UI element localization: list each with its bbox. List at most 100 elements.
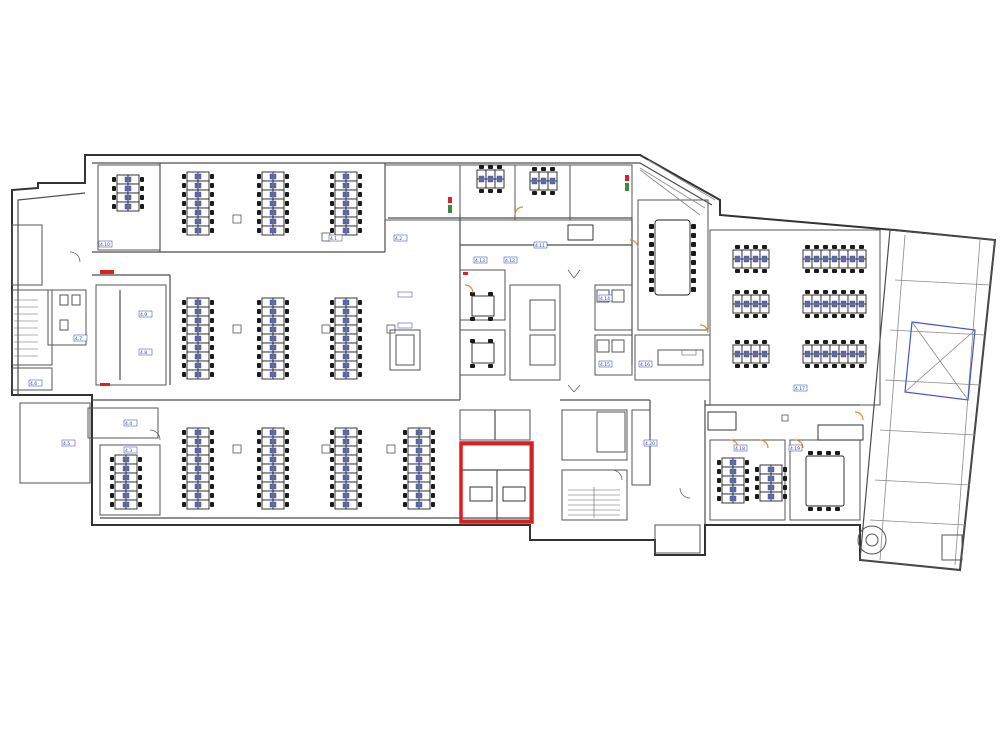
chair-icon (808, 507, 813, 511)
chair-icon (138, 457, 142, 462)
chair-icon (744, 364, 749, 368)
chair-icon (257, 493, 261, 498)
monitor-icon (346, 218, 350, 225)
monitor-icon (269, 362, 273, 369)
desk-icon (345, 369, 358, 380)
monitor-icon (269, 353, 273, 360)
monitor-icon (269, 191, 273, 198)
monitor-icon (194, 326, 198, 333)
chair-icon (358, 309, 362, 314)
monitor-icon (415, 438, 419, 445)
monitor-icon (273, 371, 277, 378)
monitor-icon (415, 429, 419, 436)
conference-chairs (470, 224, 840, 511)
monitor-icon (752, 354, 759, 358)
chair-icon (470, 339, 475, 343)
chair-icon (330, 336, 334, 341)
chair-icon (257, 300, 261, 305)
chair-icon (182, 345, 186, 350)
monitor-icon (194, 200, 198, 207)
chair-icon (285, 210, 289, 215)
chair-icon (832, 245, 837, 249)
room-label: 4.4 (123, 419, 138, 427)
room-label: 4.1 (328, 234, 343, 242)
monitor-icon (840, 300, 847, 304)
room-label-tag (638, 360, 653, 368)
desk-cluster (330, 297, 362, 380)
monitor-icon (122, 483, 126, 490)
chair-icon (783, 476, 787, 481)
chair-icon (691, 224, 696, 229)
monitor-icon (273, 438, 277, 445)
monitor-icon (124, 203, 128, 210)
chair-icon (358, 345, 362, 350)
chair-icon (841, 269, 846, 273)
chair-icon (753, 340, 758, 344)
chair-icon (138, 475, 142, 480)
monitor-icon (346, 299, 350, 306)
chair-icon (257, 210, 261, 215)
chair-icon (762, 290, 767, 294)
chair-icon (358, 201, 362, 206)
monitor-icon (840, 350, 847, 354)
chair-icon (112, 204, 116, 209)
monitor-icon (729, 495, 733, 502)
chair-icon (691, 278, 696, 283)
chair-icon (182, 354, 186, 359)
chair-icon (431, 430, 435, 435)
chair-icon (182, 183, 186, 188)
monitor-icon (858, 304, 865, 308)
monitor-icon (415, 456, 419, 463)
chair-icon (257, 363, 261, 368)
chair-icon (403, 466, 407, 471)
chair-icon (257, 345, 261, 350)
monitor-icon (273, 501, 277, 508)
chair-icon (285, 363, 289, 368)
monitor-icon (822, 300, 829, 304)
room-label: 4.2 (393, 234, 408, 242)
desk-icon (759, 258, 770, 269)
monitor-icon (126, 465, 130, 472)
monitor-icon (342, 492, 346, 499)
desk-icon (856, 303, 867, 314)
chair-icon (744, 245, 749, 249)
monitor-icon (269, 483, 273, 490)
diagonal-wing (639, 159, 716, 216)
chair-icon (753, 364, 758, 368)
chair-icon (358, 493, 362, 498)
highlighted-room[interactable] (459, 441, 534, 524)
monitor-icon (415, 474, 419, 481)
room-label-tag (473, 256, 488, 264)
chair-icon (140, 177, 144, 182)
chair-icon (182, 363, 186, 368)
chair-icon (755, 476, 759, 481)
monitor-icon (734, 350, 741, 354)
chair-icon (488, 189, 493, 193)
monitor-icon (849, 255, 856, 259)
chair-icon (745, 460, 749, 465)
room-label: 4.18 (733, 444, 748, 452)
chair-icon (850, 340, 855, 344)
monitor-icon (767, 475, 771, 482)
room-label-tag (503, 256, 518, 264)
room-label: 4.3 (123, 446, 138, 454)
chair-icon (210, 192, 214, 197)
room-label: 4.12 (503, 256, 518, 264)
chair-icon (138, 484, 142, 489)
chair-icon (285, 219, 289, 224)
chair-icon (488, 317, 493, 321)
monitor-icon (194, 353, 198, 360)
central-meeting-rooms (459, 224, 711, 381)
chair-icon (497, 189, 502, 193)
monitor-icon (849, 354, 856, 358)
monitor-icon (531, 177, 538, 181)
monitor-icon (198, 447, 202, 454)
monitor-icon (813, 259, 820, 263)
room-label-text: 4.4 (125, 421, 132, 427)
chair-icon (257, 475, 261, 480)
monitor-icon (849, 304, 856, 308)
monitor-icon (198, 326, 202, 333)
chair-icon (285, 493, 289, 498)
monitor-icon (761, 304, 768, 308)
monitor-icon (198, 465, 202, 472)
